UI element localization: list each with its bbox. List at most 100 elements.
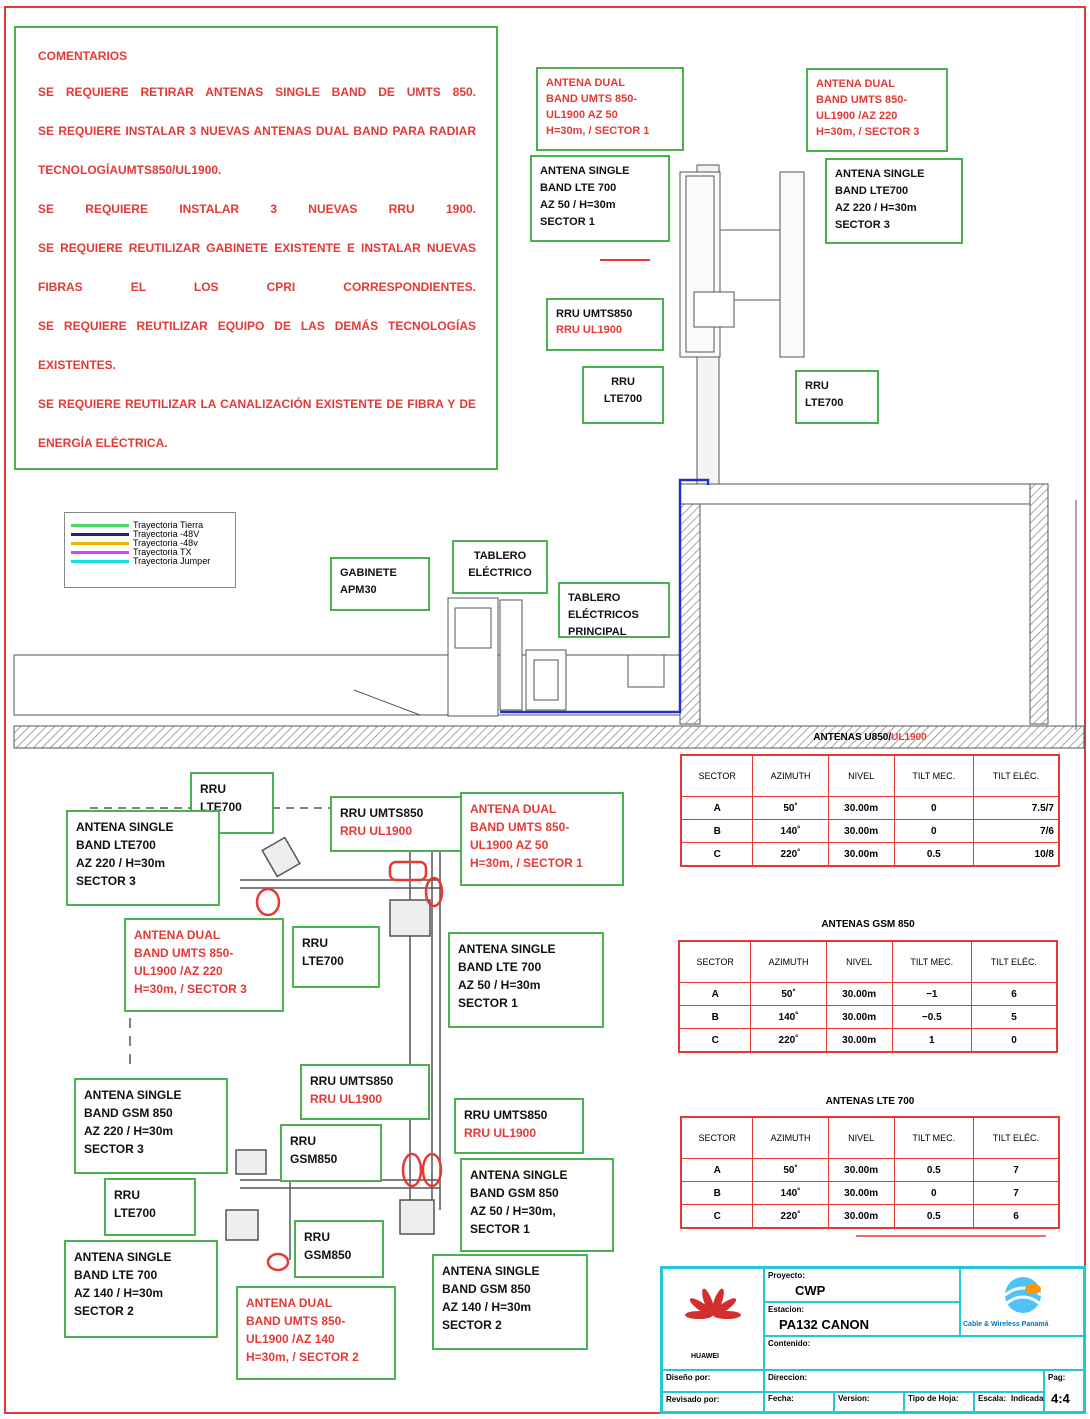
callout-rru-lte-bot: RRU LTE700 [104, 1178, 196, 1236]
callout-line: LTE700 [805, 397, 844, 409]
callout-line: BAND LTE 700 [540, 182, 617, 194]
callout-line: ANTENA SINGLE [84, 1088, 182, 1102]
callout-line: UL1900 /AZ 140 [246, 1332, 335, 1346]
pag-label: Pag: [1048, 1373, 1066, 1382]
table-header: TILT MEC. [893, 754, 974, 797]
table-cell: 50˚ [752, 796, 829, 820]
callout-line: H=30m, / SECTOR 1 [470, 856, 583, 870]
estacion-label: Estacion: [768, 1305, 805, 1314]
table-cell: A [678, 982, 752, 1006]
callout-tablero-principal: TABLERO ELÉCTRICOS PRINCIPAL [558, 582, 670, 638]
huawei-logo-icon [685, 1288, 741, 1319]
table-header: NIVEL [827, 1116, 895, 1159]
table-title-text-red: UL1900 [891, 732, 927, 743]
revisado-label: Revisado por: [666, 1395, 720, 1404]
callout-line: AZ 50 / H=30m [540, 199, 616, 211]
comment-line: SE REQUIERE REUTILIZAR LA CANALIZACIÓN E… [38, 397, 476, 411]
comment-line: TECNOLOGÍAUMTS850/UL1900. [38, 163, 222, 177]
callout-tablero: TABLERO ELÉCTRICO [452, 540, 548, 594]
table-cell: 7 [972, 1181, 1060, 1205]
tipo-hoja-cell: Tipo de Hoja: [904, 1392, 974, 1412]
table-cell: 0 [893, 819, 974, 843]
version-label: Version: [838, 1394, 870, 1403]
comment-line: ENERGÍA ELÉCTRICA. [38, 436, 168, 450]
table-cell: 30.00m [827, 819, 895, 843]
callout-line: BAND GSM 850 [84, 1106, 173, 1120]
table-cell: 0.5 [893, 1204, 974, 1229]
revisado-cell: Revisado por: [662, 1392, 764, 1412]
table-header: AZIMUTH [752, 1116, 829, 1159]
comment-line: SE REQUIERE INSTALAR 3 NUEVAS ANTENAS DU… [38, 124, 476, 138]
table-cell: B [680, 1181, 754, 1205]
callout-line: AZ 140 / H=30m [442, 1300, 532, 1314]
callout-line: UL1900 AZ 50 [470, 838, 549, 852]
callout-line: SECTOR 1 [470, 1222, 530, 1236]
legend-label: Trayectoria Jumper [133, 556, 211, 566]
table-cell: A [680, 796, 754, 820]
callout-dual-sector3-plan: ANTENA DUAL BAND UMTS 850- UL1900 /AZ 22… [124, 918, 284, 1012]
callout-line: BAND UMTS 850- [816, 94, 908, 106]
legend: Trayectoria Tierra Trayectoria -48V Tray… [64, 512, 236, 588]
callout-line: ANTENA DUAL [246, 1296, 333, 1310]
callout-single-gsm-sector1: ANTENA SINGLE BAND GSM 850 AZ 50 / H=30m… [460, 1158, 614, 1252]
table-cell: C [680, 1204, 754, 1229]
callout-line: ANTENA DUAL [816, 78, 896, 90]
callout-single-lte-sector2: ANTENA SINGLE BAND LTE 700 AZ 140 / H=30… [64, 1240, 218, 1338]
table-cell: 0 [893, 1181, 974, 1205]
table-cell: 7/6 [972, 819, 1060, 843]
tipo-hoja-label: Tipo de Hoja: [908, 1394, 959, 1403]
table-cell: 30.00m [827, 796, 895, 820]
table-cell: 10/8 [972, 842, 1060, 867]
callout-line: AZ 220 / H=30m [84, 1124, 174, 1138]
logo-text: HUAWEI [691, 1353, 719, 1360]
table-header: TILT MEC. [893, 1116, 974, 1159]
callout-line: APM30 [340, 584, 377, 596]
callout-line: TABLERO [568, 592, 621, 604]
callout-line: BAND LTE 700 [74, 1268, 158, 1282]
callout-line: RRU UMTS850 [464, 1108, 548, 1122]
callout-line: TABLERO [473, 550, 527, 562]
table-cell: −1 [891, 982, 972, 1006]
callout-line: GSM850 [290, 1152, 338, 1166]
callout-line: H=30m, / SECTOR 1 [546, 125, 650, 137]
table-cell: 140˚ [750, 1005, 827, 1029]
escala-label: Escala: [978, 1394, 1007, 1403]
table-header: TILT ELÉC. [972, 754, 1060, 797]
table-cell: 1 [891, 1028, 972, 1053]
callout-line: ANTENA SINGLE [442, 1264, 540, 1278]
callout-line: RRU [200, 782, 226, 796]
callout-single-gsm-sector3: ANTENA SINGLE BAND GSM 850 AZ 220 / H=30… [74, 1078, 228, 1174]
table-cell: 220˚ [752, 1204, 829, 1229]
callout-line: RRU [302, 936, 328, 950]
table-cell: 0.5 [893, 842, 974, 867]
callout-rru-umts-elev: RRU UMTS850 RRU UL1900 [546, 298, 664, 351]
table-cell: 140˚ [752, 819, 829, 843]
callout-line: AZ 220 / H=30m [76, 856, 166, 870]
callout-line: BAND UMTS 850- [546, 93, 638, 105]
callout-line: RRU UMTS850 [340, 806, 424, 820]
callout-line: GSM850 [304, 1248, 352, 1262]
legend-item: Trayectoria -48V [71, 530, 235, 539]
callout-dual-sector3-elev: ANTENA DUAL BAND UMTS 850- UL1900 /AZ 22… [806, 68, 948, 152]
legend-item: Trayectoria -48v [71, 539, 235, 548]
estacion-cell: Estacion: PA132 CANON [764, 1302, 960, 1336]
table-header: TILT MEC. [891, 940, 972, 983]
proyecto-value: CWP [795, 1283, 826, 1298]
table-cell: 0 [893, 796, 974, 820]
callout-line: AZ 140 / H=30m [74, 1286, 164, 1300]
plan-view [90, 807, 1046, 1272]
callout-line: UL1900 AZ 50 [546, 109, 618, 121]
callout-single-gsm-sector2: ANTENA SINGLE BAND GSM 850 AZ 140 / H=30… [432, 1254, 588, 1350]
table-header: NIVEL [827, 754, 895, 797]
comment-line: SE REQUIERE REUTILIZAR GABINETE EXISTENT… [38, 241, 476, 255]
company-logo-cell: Cable & Wireless Panamá [960, 1268, 1084, 1336]
table-cell: 6 [972, 1204, 1060, 1229]
callout-rru-umts-mid: RRU UMTS850 RRU UL1900 [300, 1064, 430, 1120]
callout-line: ANTENA SINGLE [76, 820, 174, 834]
callout-line: PRINCIPAL [568, 626, 627, 638]
